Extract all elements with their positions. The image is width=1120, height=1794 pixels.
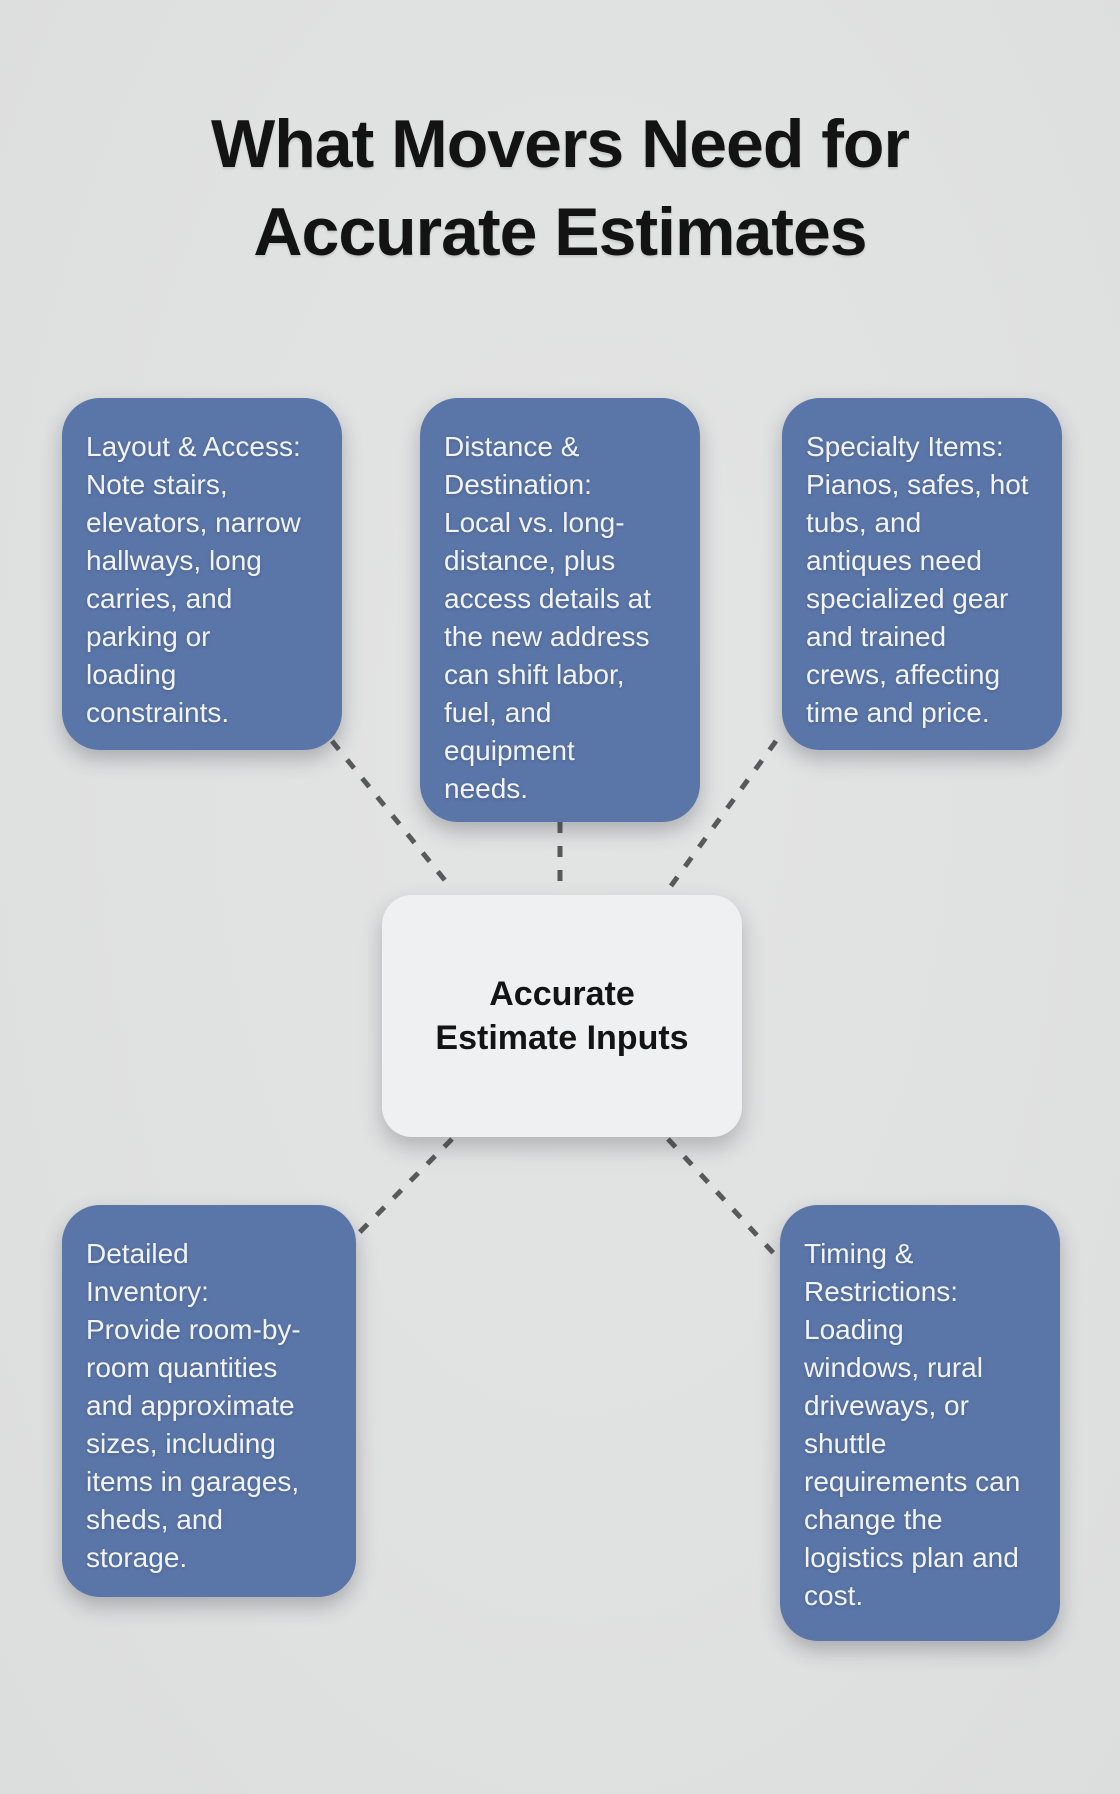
- node-detailed-inventory-text: Detailed Inventory: Provide room-by- roo…: [86, 1238, 301, 1573]
- node-specialty-items: Specialty Items: Pianos, safes, hot tubs…: [782, 398, 1062, 750]
- center-node-label: Accurate Estimate Inputs: [435, 975, 689, 1057]
- node-timing-restrictions-text: Timing & Restrictions: Loading windows, …: [804, 1238, 1021, 1611]
- node-distance-destination: Distance & Destination: Local vs. long- …: [420, 398, 700, 822]
- node-specialty-items-text: Specialty Items: Pianos, safes, hot tubs…: [806, 431, 1029, 728]
- connector-timing-restrictions: [666, 1137, 780, 1260]
- node-detailed-inventory: Detailed Inventory: Provide room-by- roo…: [62, 1205, 356, 1597]
- center-node: Accurate Estimate Inputs: [382, 895, 742, 1137]
- connector-detailed-inventory: [342, 1137, 454, 1250]
- node-layout-access: Layout & Access: Note stairs, elevators,…: [62, 398, 342, 750]
- node-distance-destination-text: Distance & Destination: Local vs. long- …: [444, 431, 651, 804]
- page-title: What Movers Need for Accurate Estimates: [211, 106, 910, 270]
- node-layout-access-text: Layout & Access: Note stairs, elevators,…: [86, 431, 301, 728]
- node-timing-restrictions: Timing & Restrictions: Loading windows, …: [780, 1205, 1060, 1641]
